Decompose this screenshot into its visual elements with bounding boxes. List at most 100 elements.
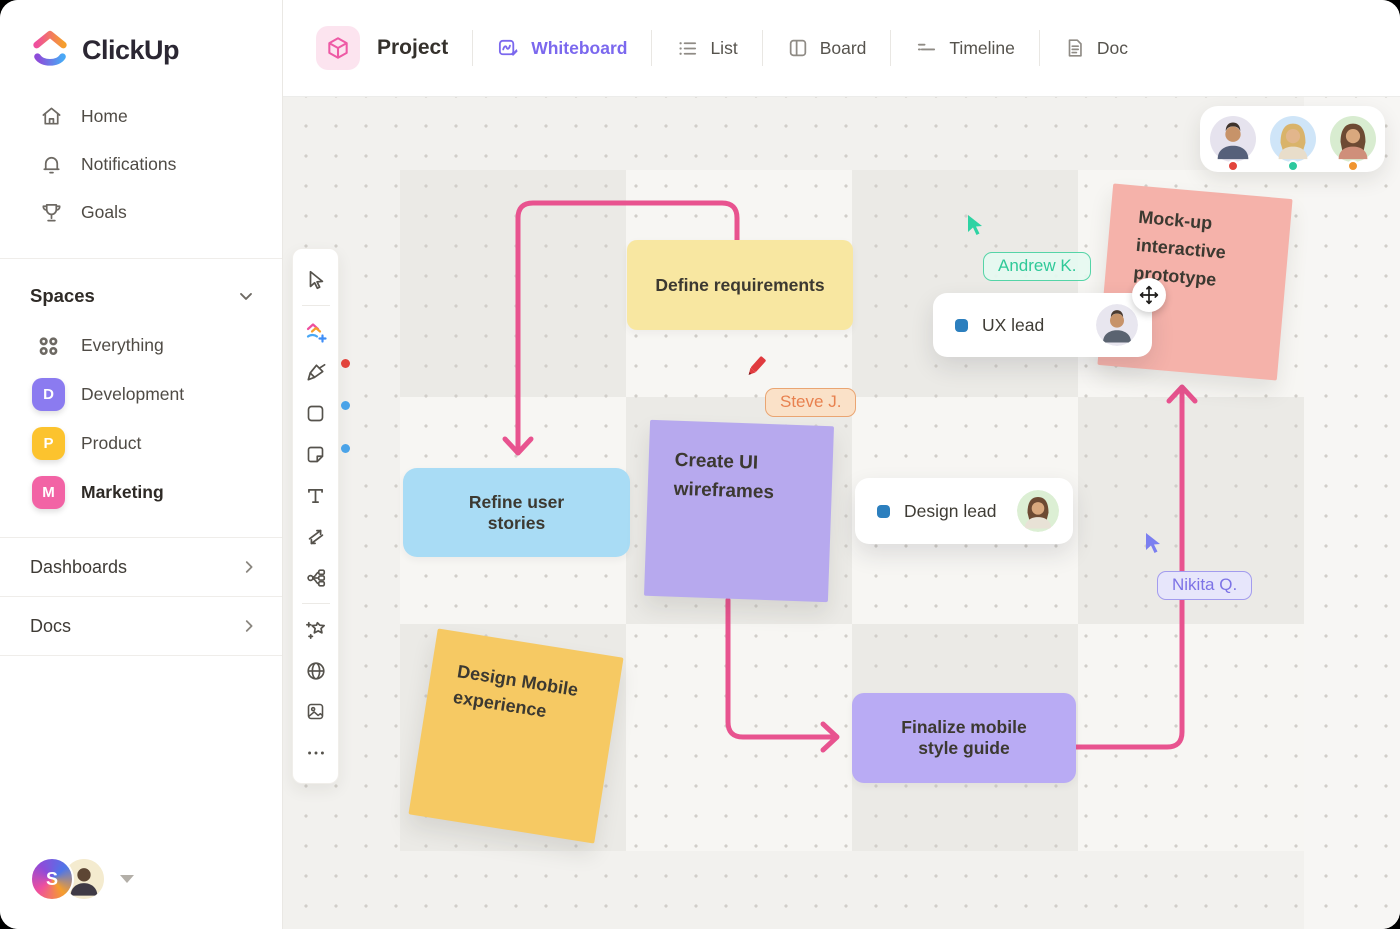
home-icon bbox=[42, 106, 61, 125]
sidebar-item-home[interactable]: Home bbox=[0, 92, 282, 140]
sidebar-item-label: Notifications bbox=[81, 153, 177, 174]
sticky-note-tool[interactable] bbox=[298, 434, 334, 475]
clickup-logo-icon bbox=[33, 30, 67, 66]
move-handle[interactable] bbox=[1132, 278, 1166, 312]
marker-icon bbox=[307, 363, 326, 381]
presence-avatar-3[interactable] bbox=[1329, 116, 1376, 172]
whiteboard-canvas[interactable]: Define requirements Refine user stories … bbox=[283, 97, 1400, 929]
presence-avatar-2[interactable] bbox=[1269, 116, 1316, 172]
sidebar-item-notifications[interactable]: Notifications bbox=[0, 140, 282, 188]
user-tag-steve: Steve J. bbox=[765, 388, 857, 417]
more-tool[interactable] bbox=[298, 732, 334, 773]
user-tag-nikita: Nikita Q. bbox=[1157, 571, 1253, 600]
connector-icon bbox=[308, 529, 323, 544]
cube-icon bbox=[328, 37, 348, 59]
divider bbox=[301, 603, 330, 604]
role-label: Design lead bbox=[904, 500, 997, 521]
magic-wand-icon bbox=[306, 621, 325, 639]
board-icon bbox=[789, 39, 806, 57]
space-badge: M bbox=[32, 476, 65, 509]
divider bbox=[0, 596, 282, 597]
status-bullet bbox=[877, 504, 890, 518]
connector-tool[interactable] bbox=[298, 516, 334, 557]
clickup-wordmark: ClickUp bbox=[82, 34, 180, 65]
sidebar-item-label: Dashboards bbox=[30, 556, 128, 577]
sidebar-item-label: Goals bbox=[81, 201, 127, 222]
status-dot bbox=[1286, 160, 1299, 172]
user-tag-andrew: Andrew K. bbox=[983, 252, 1092, 281]
status-dot bbox=[1226, 160, 1239, 172]
chevron-down-icon[interactable] bbox=[120, 875, 134, 883]
divider bbox=[0, 537, 282, 538]
tab-board[interactable]: Board bbox=[787, 37, 866, 59]
sidebar: ClickUp Home Notifications Goals Spaces … bbox=[0, 0, 283, 929]
presence-avatars bbox=[1200, 106, 1385, 172]
pen-tool[interactable] bbox=[298, 352, 334, 393]
divider bbox=[1038, 30, 1040, 66]
tool-presence-dot-blue bbox=[341, 401, 350, 410]
card-design-lead[interactable]: Design lead bbox=[855, 478, 1073, 544]
tab-label: Timeline bbox=[949, 37, 1015, 58]
web-embed-tool[interactable] bbox=[298, 650, 334, 691]
note-finalize-mobile-style-guide[interactable]: Finalize mobile style guide bbox=[852, 693, 1076, 783]
move-icon bbox=[1139, 285, 1159, 305]
cursor-icon bbox=[309, 270, 323, 289]
card-ux-lead[interactable]: UX lead bbox=[933, 293, 1152, 357]
divider bbox=[301, 305, 330, 306]
tab-timeline[interactable]: Timeline bbox=[915, 37, 1015, 60]
note-design-mobile-experience[interactable]: Design Mobile experience bbox=[408, 628, 624, 844]
workspace-avatar[interactable]: S bbox=[30, 857, 74, 901]
divider bbox=[761, 30, 763, 66]
divider bbox=[0, 655, 282, 656]
sidebar-item-docs[interactable]: Docs bbox=[0, 597, 282, 655]
grid-dots-icon bbox=[39, 337, 58, 356]
whiteboard-toolbar bbox=[292, 248, 339, 784]
bell-icon bbox=[43, 156, 60, 174]
cursor-steve-pencil-icon bbox=[748, 356, 766, 375]
doc-icon bbox=[1068, 39, 1082, 57]
text-tool[interactable] bbox=[298, 475, 334, 516]
note-create-ui-wireframes[interactable]: Create UI wireframes bbox=[643, 419, 835, 603]
cursor-nikita bbox=[1146, 533, 1160, 553]
avatar bbox=[1096, 304, 1138, 346]
tab-whiteboard[interactable]: Whiteboard bbox=[497, 37, 627, 60]
cursor-andrew bbox=[968, 215, 982, 235]
divider bbox=[890, 30, 892, 66]
tab-doc[interactable]: Doc bbox=[1064, 37, 1128, 59]
image-tool[interactable] bbox=[298, 691, 334, 732]
role-label: UX lead bbox=[982, 314, 1045, 335]
sidebar-item-label: Docs bbox=[30, 615, 72, 636]
globe-icon bbox=[306, 661, 325, 680]
sidebar-item-development[interactable]: D Development bbox=[0, 370, 282, 419]
chevron-right-icon bbox=[245, 561, 253, 573]
shape-tool[interactable] bbox=[298, 393, 334, 434]
clickup-logo[interactable]: ClickUp bbox=[0, 0, 282, 92]
tab-label: List bbox=[710, 37, 738, 58]
sidebar-item-goals[interactable]: Goals bbox=[0, 188, 282, 236]
sidebar-item-product[interactable]: P Product bbox=[0, 419, 282, 468]
sidebar-item-everything[interactable]: Everything bbox=[0, 321, 282, 370]
ai-sparkle-icon bbox=[306, 322, 327, 343]
sidebar-item-dashboards[interactable]: Dashboards bbox=[0, 538, 282, 596]
sidebar-item-marketing[interactable]: M Marketing bbox=[0, 468, 282, 517]
mindmap-tool[interactable] bbox=[298, 557, 334, 598]
mindmap-icon bbox=[306, 568, 325, 587]
sidebar-item-label: Everything bbox=[81, 335, 164, 355]
ai-tool[interactable] bbox=[298, 311, 334, 352]
image-icon bbox=[307, 703, 324, 720]
chevron-down-icon[interactable] bbox=[236, 286, 256, 306]
space-badge: P bbox=[32, 427, 65, 460]
timeline-icon bbox=[918, 43, 936, 50]
note-define-requirements[interactable]: Define requirements bbox=[627, 240, 853, 330]
note-refine-user-stories[interactable]: Refine user stories bbox=[403, 468, 630, 557]
select-tool[interactable] bbox=[298, 259, 334, 300]
user-menu[interactable]: S bbox=[30, 857, 134, 901]
topbar: Project Whiteboard List Board Timeline D… bbox=[283, 0, 1400, 97]
project-icon[interactable] bbox=[316, 26, 360, 70]
spaces-header[interactable]: Spaces bbox=[0, 269, 282, 321]
presence-avatar-1[interactable] bbox=[1209, 116, 1256, 172]
rectangle-icon bbox=[307, 405, 324, 422]
tool-presence-dot-blue bbox=[341, 444, 350, 453]
tab-list[interactable]: List bbox=[676, 37, 738, 60]
magic-wand-tool[interactable] bbox=[298, 609, 334, 650]
